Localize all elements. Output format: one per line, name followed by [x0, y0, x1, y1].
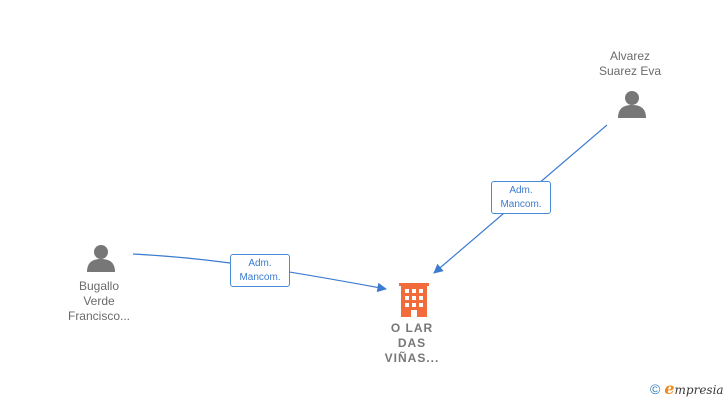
company-name-line: VIÑAS... [384, 351, 440, 365]
person-name-line: Francisco... [67, 309, 130, 323]
edge-role-line: Mancom. [500, 199, 542, 210]
brand-rest: mpresia [674, 383, 724, 397]
edge-line-left-to-company [132, 253, 387, 293]
company-name-line: O LAR [390, 321, 434, 335]
person-name-label[interactable]: Alvarez Suarez Eva [575, 49, 685, 79]
building-icon[interactable] [399, 283, 429, 317]
person-name-line: Suarez Eva [598, 64, 662, 78]
company-name-label[interactable]: O LAR DAS VIÑAS... [367, 321, 457, 366]
copyright-symbol: © [650, 380, 661, 397]
company-name-line: DAS [397, 336, 427, 350]
person-name-line: Bugallo [78, 279, 120, 293]
brand-initial: e [664, 379, 675, 398]
person-name-label[interactable]: Bugallo Verde Francisco... [44, 279, 154, 324]
edge-role-line: Mancom. [239, 272, 281, 283]
edge-role-label[interactable]: Adm. Mancom. [230, 254, 290, 287]
person-name-line: Alvarez [609, 49, 650, 63]
edge-role-line: Adm. [248, 258, 272, 269]
person-icon[interactable] [618, 91, 646, 118]
brand-logo[interactable]: © empresia [650, 379, 724, 398]
edge-role-label[interactable]: Adm. Mancom. [491, 181, 551, 214]
brand-wordmark: empresia [664, 379, 723, 398]
person-icon[interactable] [87, 245, 115, 272]
edge-role-line: Adm. [509, 185, 533, 196]
person-name-line: Verde [83, 294, 115, 308]
